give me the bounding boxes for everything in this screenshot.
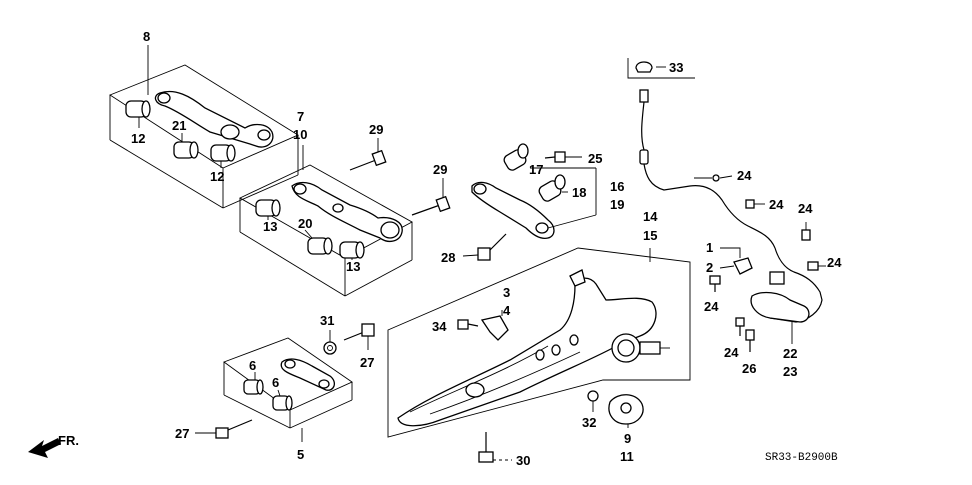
callout-13: 13 xyxy=(346,259,360,274)
callout-24: 24 xyxy=(737,168,752,183)
front-direction-label: FR. xyxy=(58,433,79,448)
callout-2: 2 xyxy=(706,260,713,275)
callout-28: 28 xyxy=(441,250,455,265)
callout-5: 5 xyxy=(297,447,304,462)
abs-sensor-harness xyxy=(627,58,826,352)
callout-30: 30 xyxy=(516,453,530,468)
cap-9-11 xyxy=(608,394,644,428)
bushing-18 xyxy=(538,174,566,202)
trailing-link-group xyxy=(471,143,597,240)
bolt-29-upper xyxy=(349,138,387,171)
bolt-34 xyxy=(457,319,479,330)
bushing-6-lower xyxy=(272,395,293,411)
callout-19: 19 xyxy=(610,197,624,212)
bolt-24-mid xyxy=(735,317,745,336)
callout-11: 11 xyxy=(620,449,634,464)
upper-arm-group xyxy=(109,45,299,209)
callout-1: 1 xyxy=(706,240,713,255)
bolt-28 xyxy=(462,233,507,261)
bushing-12-lower xyxy=(210,144,236,162)
bushing-21 xyxy=(173,141,199,159)
callout-24: 24 xyxy=(798,201,813,216)
grommet-33 xyxy=(635,61,653,73)
callout-3: 3 xyxy=(503,285,510,300)
bolt-29-lower xyxy=(411,178,451,216)
bracket-3-4 xyxy=(480,310,509,341)
callout-14: 14 xyxy=(643,209,658,224)
bolt-27-upper xyxy=(343,323,375,350)
callout-6: 6 xyxy=(272,375,279,390)
bushing-13-lower xyxy=(339,241,365,259)
callout-34: 34 xyxy=(432,319,447,334)
callout-32: 32 xyxy=(582,415,596,430)
front-direction-arrow xyxy=(28,438,61,458)
callout-18: 18 xyxy=(572,185,586,200)
callout-8: 8 xyxy=(143,29,150,44)
callout-21: 21 xyxy=(172,118,186,133)
callout-10: 10 xyxy=(293,127,307,142)
nut-31 xyxy=(323,330,337,355)
callout-25: 25 xyxy=(588,151,602,166)
callout-24: 24 xyxy=(827,255,842,270)
callout-4: 4 xyxy=(503,303,511,318)
callout-7: 7 xyxy=(297,109,304,124)
callout-20: 20 xyxy=(298,216,312,231)
bolt-25 xyxy=(544,151,582,163)
hub-assembly xyxy=(611,333,670,363)
callout-33: 33 xyxy=(669,60,683,75)
callout-22: 22 xyxy=(783,346,797,361)
callout-24: 24 xyxy=(769,197,784,212)
compensator-arm-group xyxy=(223,337,353,442)
bolt-30 xyxy=(478,432,512,463)
bushing-6-upper xyxy=(243,379,264,395)
lower-arm-group xyxy=(239,145,413,297)
bushing-20 xyxy=(307,237,333,255)
callout-16: 16 xyxy=(610,179,624,194)
bolt-27-lower xyxy=(195,419,253,439)
callout-29: 29 xyxy=(369,122,383,137)
callout-24: 24 xyxy=(724,345,739,360)
bolt-24-left xyxy=(709,275,721,292)
callout-27: 27 xyxy=(360,355,374,370)
bushing-12-upper xyxy=(125,100,151,118)
callout-17: 17 xyxy=(529,162,543,177)
callout-12: 12 xyxy=(131,131,145,146)
bushing-17 xyxy=(503,143,529,171)
callout-31: 31 xyxy=(320,313,334,328)
nut-32 xyxy=(587,390,599,412)
callout-labels: 8 12 21 12 7 10 29 29 13 20 13 17 25 16 … xyxy=(58,29,842,468)
callout-9: 9 xyxy=(624,431,631,446)
callout-6: 6 xyxy=(249,358,256,373)
callout-15: 15 xyxy=(643,228,657,243)
callout-29: 29 xyxy=(433,162,447,177)
callout-24: 24 xyxy=(704,299,719,314)
callout-12: 12 xyxy=(210,169,224,184)
callout-13: 13 xyxy=(263,219,277,234)
rear-beam-group xyxy=(387,247,691,438)
callout-27: 27 xyxy=(175,426,189,441)
bolt-26 xyxy=(745,329,755,352)
callout-26: 26 xyxy=(742,361,756,376)
bushing-13-upper xyxy=(255,199,281,217)
diagram-code: SR33-B2900B xyxy=(765,452,838,464)
callout-23: 23 xyxy=(783,364,797,379)
